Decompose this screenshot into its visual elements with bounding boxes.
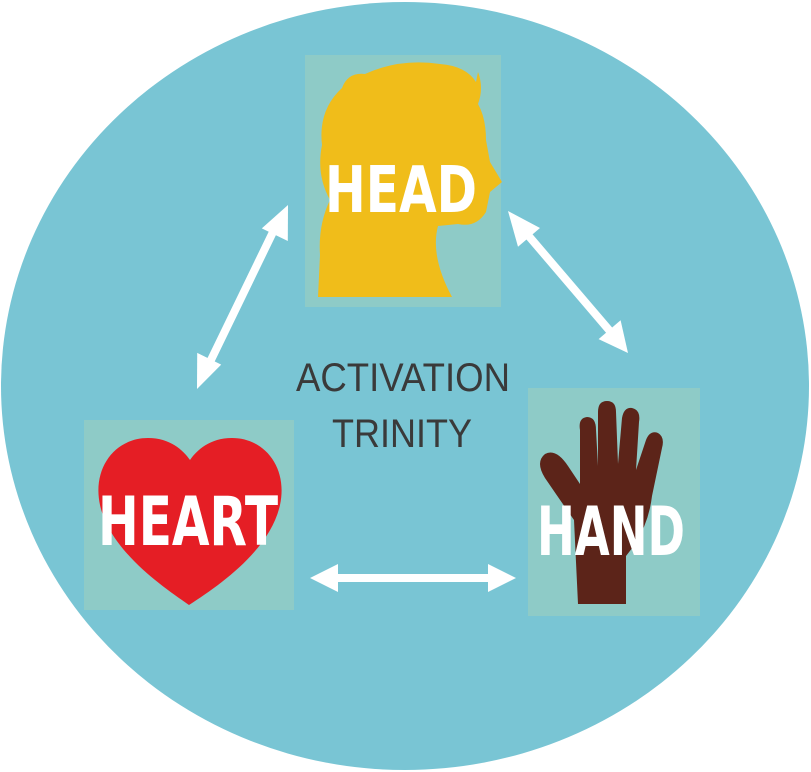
hand-icon <box>540 401 663 604</box>
head-silhouette-icon <box>318 62 502 298</box>
hand-label: HAND <box>537 493 685 572</box>
arrow-heart-hand <box>310 564 516 592</box>
heart-node: HEART <box>84 420 294 610</box>
heart-icon <box>98 438 282 605</box>
center-title-line-2: TRINITY <box>332 412 472 456</box>
head-node: HEAD <box>305 55 502 307</box>
heart-label: HEART <box>98 483 278 562</box>
center-title-line-1: ACTIVATION <box>296 356 510 400</box>
hand-node: HAND <box>528 388 700 616</box>
head-label: HEAD <box>325 154 477 228</box>
arrow-head-heart <box>197 205 288 389</box>
arrow-head-hand <box>508 211 628 353</box>
